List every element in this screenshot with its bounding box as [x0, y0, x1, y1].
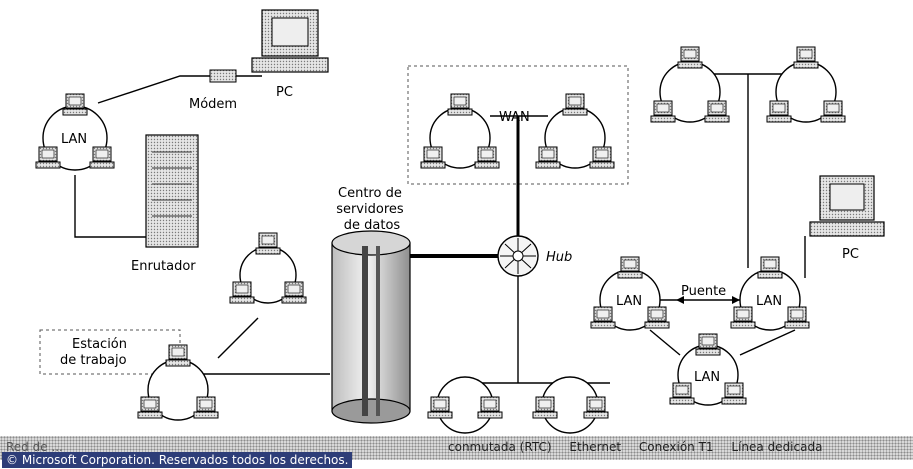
small-computer-icon: [193, 396, 219, 419]
diagram-labels: Módem PC LAN WAN Centro de servidores de…: [60, 85, 859, 385]
modem-icon: [209, 69, 237, 83]
small-computer-icon: [644, 306, 670, 329]
footer-item-ethernet: Ethernet: [569, 440, 622, 454]
small-computer-icon: [62, 93, 88, 116]
label-server-line-1: Centro de: [338, 186, 402, 201]
small-computer-icon: [650, 100, 676, 123]
small-computer-icon: [695, 333, 721, 356]
bridge-arrow-left: [676, 296, 684, 304]
small-computer-icon: [420, 146, 446, 169]
hub-icon: [497, 235, 539, 277]
small-computer-icon: [255, 232, 281, 255]
small-computer-icon: [447, 93, 473, 116]
small-computer-icon: [704, 100, 730, 123]
copyright-notice: © Microsoft Corporation. Reservados todo…: [2, 452, 353, 468]
small-computer-icon: [617, 256, 643, 279]
label-lan-bridge-left: LAN: [616, 294, 642, 309]
label-bridge: Puente: [681, 284, 726, 299]
pc-top-icon: [251, 9, 329, 73]
server-cylinder: [331, 230, 411, 424]
network-diagram-svg: Módem PC LAN WAN Centro de servidores de…: [35, 9, 885, 434]
small-computer-icon: [757, 256, 783, 279]
label-pc-right: PC: [842, 247, 859, 262]
small-computer-icon: [562, 93, 588, 116]
label-lan-left: LAN: [61, 132, 87, 147]
small-computer-icon: [137, 396, 163, 419]
small-computer-icon: [730, 306, 756, 329]
footer-item-t1: Conexión T1: [638, 440, 714, 454]
small-computer-icon: [820, 100, 846, 123]
small-computer-icon: [165, 344, 191, 367]
small-computer-icon: [784, 306, 810, 329]
label-server-center: Centro de servidores de datos: [336, 186, 408, 233]
small-computer-icon: [474, 146, 500, 169]
wan-dotted-box: [407, 65, 629, 185]
label-pc-top: PC: [276, 85, 293, 100]
small-computer-icon: [427, 396, 453, 419]
small-computer-icon: [590, 306, 616, 329]
label-wan: WAN: [499, 110, 530, 125]
footer: Red de ... conmutada (RTC) Ethernet Cone…: [0, 436, 913, 469]
label-workstation: Estación de trabajo: [60, 337, 131, 368]
router-tower-icon: [145, 134, 199, 248]
small-computer-icon: [677, 46, 703, 69]
label-hub: Hub: [546, 250, 572, 265]
footer-strip-prefix: Red de ...: [6, 440, 63, 454]
label-router: Enrutador: [131, 259, 196, 274]
small-computer-icon: [35, 146, 61, 169]
lan-rings: [42, 61, 837, 434]
small-computers: [35, 46, 846, 419]
footer-item-dedicated: Línea dedicada: [731, 440, 823, 454]
label-lan-bridge-right: LAN: [756, 294, 782, 309]
bridge-arrow-right: [732, 296, 740, 304]
label-lan-bottom: LAN: [694, 370, 720, 385]
footer-item-rtc: conmutada (RTC): [448, 440, 552, 454]
small-computer-icon: [281, 281, 307, 304]
small-computer-icon: [793, 46, 819, 69]
small-computer-icon: [669, 382, 695, 405]
small-computer-icon: [535, 146, 561, 169]
footer-strip-items: conmutada (RTC) Ethernet Conexión T1 Lín…: [448, 440, 836, 454]
label-workstation-line-2: de trabajo: [60, 353, 127, 368]
small-computer-icon: [583, 396, 609, 419]
label-server-line-3: de datos: [344, 218, 401, 233]
small-computer-icon: [477, 396, 503, 419]
small-computer-icon: [721, 382, 747, 405]
small-computer-icon: [89, 146, 115, 169]
small-computer-icon: [766, 100, 792, 123]
label-server-line-2: servidores: [336, 202, 404, 217]
small-computer-icon: [532, 396, 558, 419]
label-modem: Módem: [189, 97, 237, 112]
small-computer-icon: [589, 146, 615, 169]
small-computer-icon: [229, 281, 255, 304]
pc-right-icon: [809, 175, 885, 237]
label-workstation-line-1: Estación: [72, 337, 127, 352]
